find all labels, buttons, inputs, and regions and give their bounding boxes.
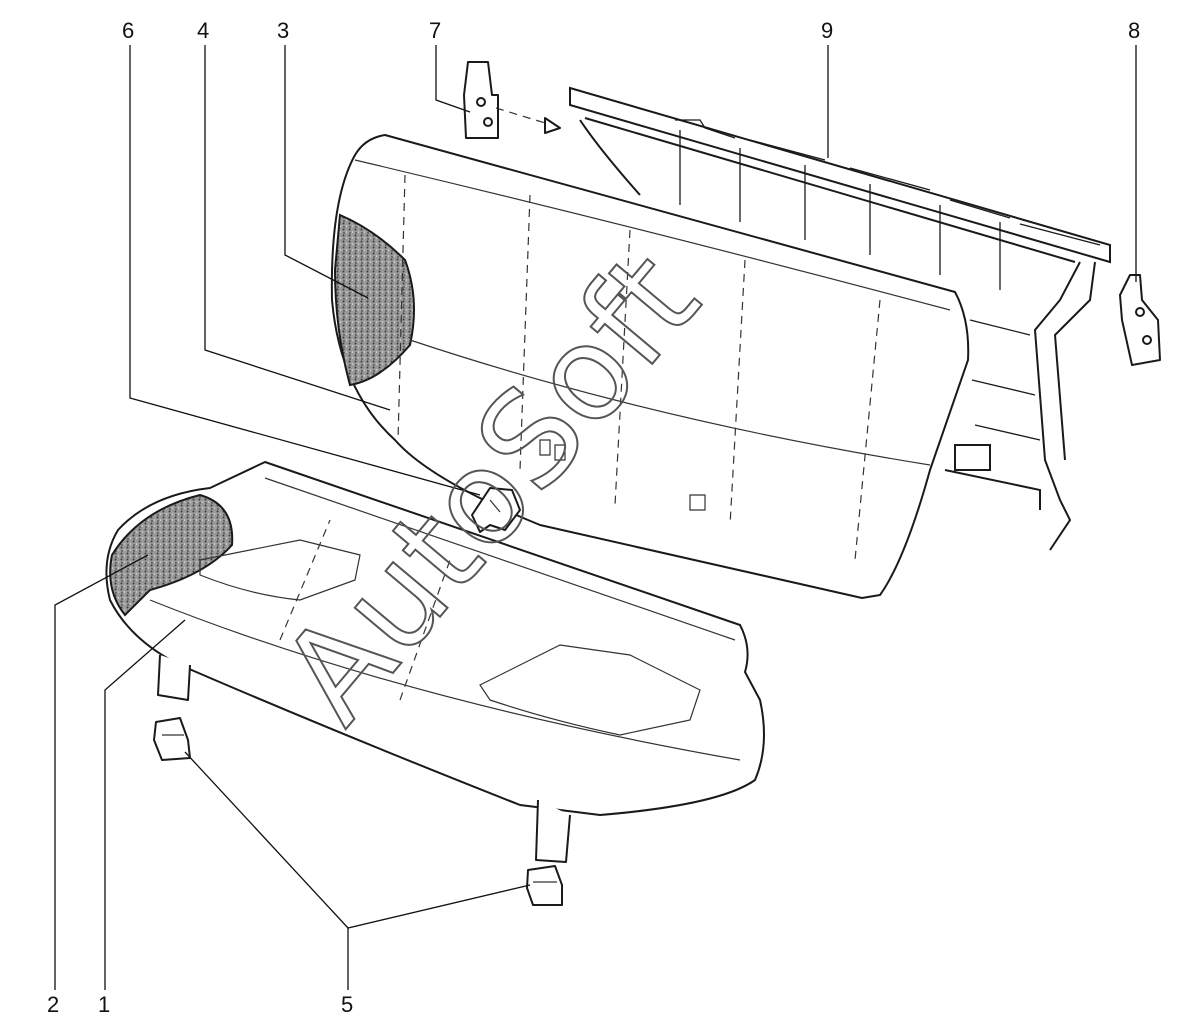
hinge-bracket-right (1119, 274, 1161, 366)
callout-1: 1 (98, 992, 110, 1017)
seat-cushion (105, 461, 765, 816)
callout-2: 2 (47, 992, 59, 1017)
callout-4: 4 (197, 18, 209, 43)
callout-6: 6 (122, 18, 134, 43)
seatback-frame (569, 86, 1111, 551)
callout-7: 7 (429, 18, 441, 43)
seat-mounting-loops (157, 654, 571, 863)
hinge-bracket-left (463, 61, 561, 139)
latch-clip (471, 487, 521, 533)
callout-3: 3 (277, 18, 289, 43)
leader-lines (54, 45, 1137, 990)
seatback-cushion (330, 134, 970, 599)
callout-9: 9 (821, 18, 833, 43)
callout-5: 5 (341, 992, 353, 1017)
callout-8: 8 (1128, 18, 1140, 43)
callout-labels: 6 4 3 7 9 8 2 1 5 (47, 18, 1140, 1017)
